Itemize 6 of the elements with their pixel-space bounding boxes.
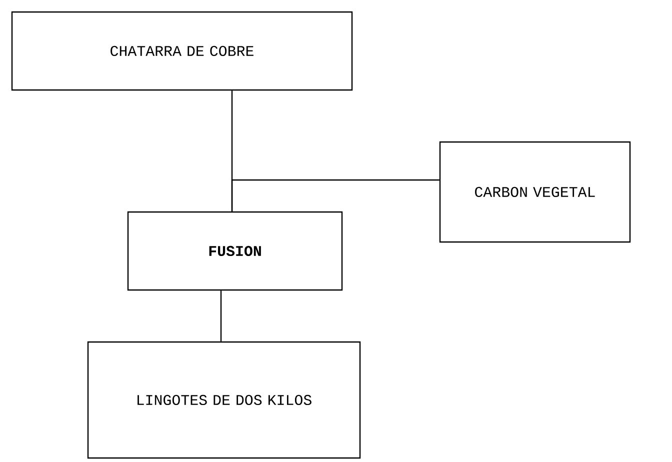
output-box: LINGOTES DE DOS KILOS	[87, 341, 361, 459]
input-box: CARBON VEGETAL	[439, 141, 631, 243]
connector-line	[231, 179, 440, 212]
process-box: CHATARRA DE COBRE	[11, 11, 353, 91]
connector-line	[220, 290, 222, 342]
process-box: FUSION	[127, 211, 343, 291]
